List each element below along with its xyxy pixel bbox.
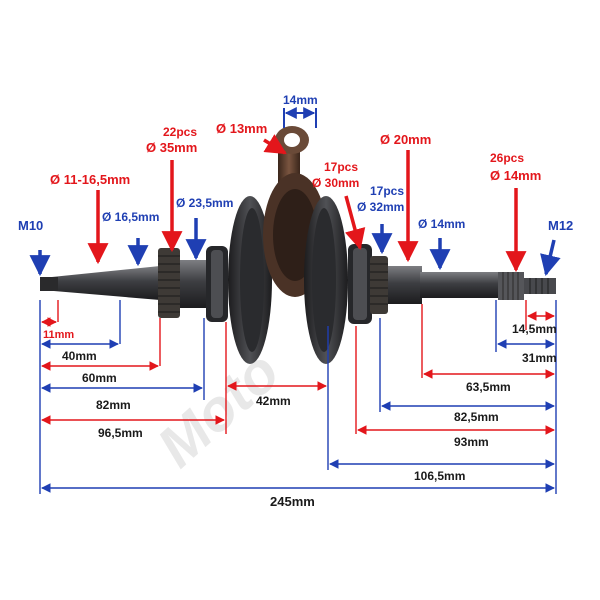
label-pcs17a: 17pcs: [324, 160, 358, 174]
label-pcs26: 26pcs: [490, 151, 524, 165]
label-pcs22: 22pcs: [163, 125, 197, 139]
watermark: Moto: [145, 339, 291, 480]
left-gear: [158, 248, 180, 318]
dim-82-5-label: 82,5mm: [454, 410, 499, 424]
label-d-23-5: Ø 23,5mm: [176, 196, 233, 210]
d-30-arrow: [344, 195, 366, 251]
dim-93-label: 93mm: [454, 435, 489, 449]
diameter-arrows: [29, 134, 561, 277]
label-d-16-5: Ø 16,5mm: [102, 210, 159, 224]
dim-11-label: 11mm: [43, 329, 74, 341]
right-gear: [370, 256, 388, 314]
dim-96-5-label: 96,5mm: [98, 426, 143, 440]
dim-31-label: 31mm: [522, 351, 557, 365]
right-thread: [524, 278, 556, 294]
label-pcs17b: 17pcs: [370, 184, 404, 198]
label-d-20: Ø 20mm: [380, 132, 431, 147]
extension-lines: [39, 300, 557, 494]
label-d-35: Ø 35mm: [146, 140, 197, 155]
label-m12: M12: [548, 218, 573, 233]
label-d-30: Ø 30mm: [312, 176, 359, 190]
left-thread: [40, 277, 58, 291]
left-shaft: [42, 266, 160, 300]
dimension-lines: [41, 311, 555, 493]
crankshaft-illustration: [40, 126, 556, 364]
left-journal: [180, 260, 208, 308]
dim-60-label: 60mm: [82, 371, 117, 385]
dim-42-label: 42mm: [256, 394, 291, 408]
label-d-32: Ø 32mm: [357, 200, 404, 214]
dim-63-5-label: 63,5mm: [466, 380, 511, 394]
dimension-labels: 11mm 40mm 60mm 82mm 96,5mm 42mm 14,5mm 3…: [43, 322, 557, 509]
label-d-14: Ø 14mm: [418, 217, 465, 231]
dim-106-5-label: 106,5mm: [414, 469, 465, 483]
part-labels: M10 Ø 11-16,5mm Ø 16,5mm 22pcs Ø 35mm Ø …: [18, 93, 573, 233]
label-d-11-16-5: Ø 11-16,5mm: [50, 172, 130, 187]
dim-245-label: 245mm: [270, 494, 315, 509]
right-shaft: [420, 272, 500, 298]
label-d-13: Ø 13mm: [216, 121, 267, 136]
w-14-bracket: [283, 107, 317, 128]
label-d-14-spline: Ø 14mm: [490, 168, 541, 183]
label-m10: M10: [18, 218, 43, 233]
label-w-14: 14mm: [283, 93, 318, 107]
d-13-arrow: [263, 134, 287, 155]
dim-40-label: 40mm: [62, 349, 97, 363]
right-journal: [388, 266, 422, 304]
dim-82-label: 82mm: [96, 398, 131, 412]
right-spline: [498, 272, 524, 300]
dim-14-5-label: 14,5mm: [512, 322, 557, 336]
m12-arrow: [540, 239, 561, 277]
